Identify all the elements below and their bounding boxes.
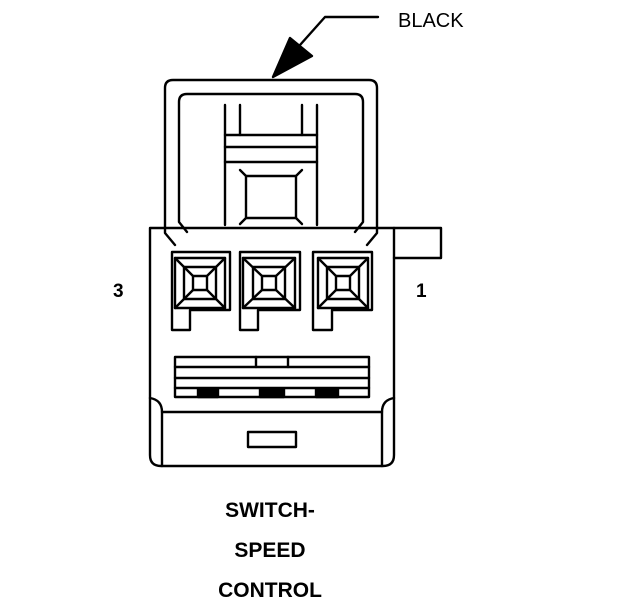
callout-leader [271,15,380,79]
pin-number-right: 1 [416,281,427,302]
cavity-pin-3 [170,250,232,332]
cavity-center [238,250,302,332]
caption-line: CONTROL [218,579,322,602]
connector-body [148,226,443,468]
wire-color-label: BLACK [398,10,464,32]
caption-line: SPEED [234,539,306,562]
connector-latch [163,78,379,247]
component-caption: SWITCH- SPEED CONTROL [170,491,370,611]
pin-number-left: 3 [113,281,124,302]
caption-line: SWITCH- [225,499,315,522]
cavity-pin-1 [311,250,374,332]
